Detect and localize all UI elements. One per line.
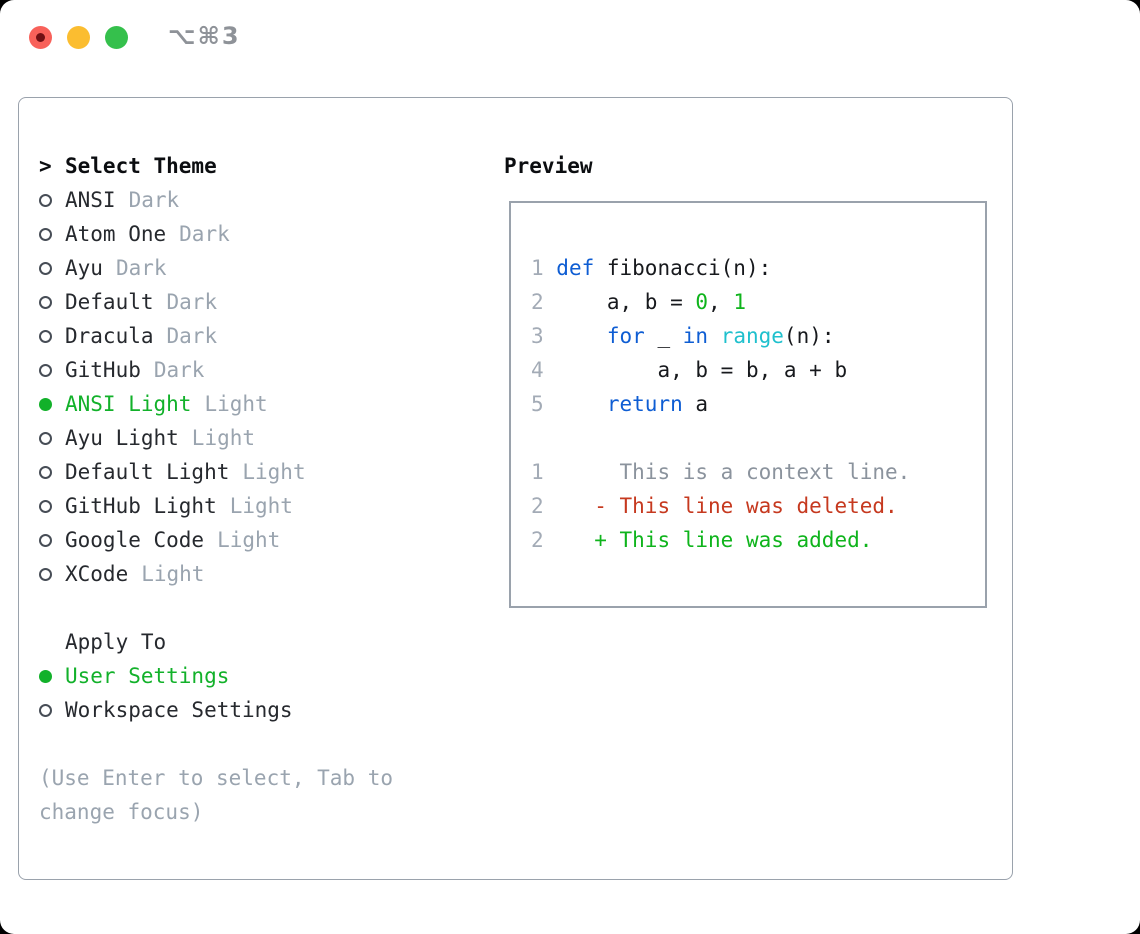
apply-to-title: Apply To xyxy=(65,630,167,654)
radio-icon xyxy=(39,227,52,241)
option-variant-label: Dark xyxy=(179,222,230,246)
radio-icon xyxy=(39,533,52,547)
option-variant-label: Dark xyxy=(166,290,218,314)
option-variant-label: Dark xyxy=(153,358,205,382)
apply-to-header-row: Apply To xyxy=(39,625,1012,659)
theme-option-ansi-dark[interactable]: ANSI Dark xyxy=(39,183,1012,217)
option-variant-label: Light xyxy=(191,426,256,450)
code-line: 2 + This line was added. xyxy=(531,528,873,552)
radio-icon xyxy=(39,363,52,377)
radio-icon xyxy=(39,193,52,207)
theme-option-google-code-light[interactable]: Google Code Light xyxy=(39,523,1012,557)
radio-icon xyxy=(39,329,52,343)
code-line: 1 def fibonacci(n): xyxy=(531,256,772,280)
option-label: GitHub xyxy=(65,358,141,382)
radio-icon xyxy=(39,261,52,275)
minimize-button-icon[interactable] xyxy=(67,26,90,49)
preview-title: Preview xyxy=(504,154,593,178)
preview-pane: 1 def fibonacci(n): 2 a, b = 0, 1 3 for _ … xyxy=(509,201,987,608)
zoom-button-icon[interactable] xyxy=(105,26,128,49)
close-button-icon[interactable] xyxy=(29,26,52,49)
radio-icon xyxy=(39,703,52,717)
theme-option-ayu-light-light[interactable]: Ayu Light Light xyxy=(39,421,1012,455)
traffic-lights xyxy=(29,26,128,49)
radio-icon xyxy=(39,567,52,581)
prompt-caret: > xyxy=(39,154,52,178)
code-line: 5 return a xyxy=(531,392,709,416)
radio-icon xyxy=(39,499,52,513)
window-titlebar: ⌥⌘3 xyxy=(0,0,1140,66)
spacer xyxy=(39,727,1012,761)
code-line xyxy=(531,421,985,455)
code-line: 3 for _ in range(n): xyxy=(531,324,835,348)
option-label: User Settings xyxy=(65,664,230,688)
apply-option-workspace-settings[interactable]: Workspace Settings xyxy=(39,693,1012,727)
option-label: Atom One xyxy=(65,222,167,246)
option-variant-label: Dark xyxy=(115,256,167,280)
theme-option-ansi-light-light[interactable]: ANSI Light Light xyxy=(39,387,1012,421)
code-line: 4 a, b = b, a + b xyxy=(531,358,848,382)
select-theme-header-row: > Select Theme xyxy=(39,149,1012,183)
option-label: Workspace Settings xyxy=(65,698,293,722)
theme-option-default-dark[interactable]: Default Dark xyxy=(39,285,1012,319)
option-label: Ayu Light xyxy=(65,426,179,450)
theme-option-github-dark[interactable]: GitHub Dark xyxy=(39,353,1012,387)
radio-icon xyxy=(39,295,52,309)
code-line: 2 a, b = 0, 1 xyxy=(531,290,746,314)
theme-option-xcode-light[interactable]: XCode Light xyxy=(39,557,1012,591)
option-variant-label: Light xyxy=(229,494,293,518)
select-theme-title: Select Theme xyxy=(65,154,217,178)
code-line: 2 - This line was deleted. xyxy=(531,494,898,518)
theme-option-default-light-light[interactable]: Default Light Light xyxy=(39,455,1012,489)
preview-code: 1 def fibonacci(n): 2 a, b = 0, 1 3 for _ … xyxy=(531,251,985,557)
theme-option-atom-one-dark[interactable]: Atom One Dark xyxy=(39,217,1012,251)
option-label: Default xyxy=(65,290,154,314)
help-text-line2: change focus) xyxy=(39,800,204,824)
option-label: Default Light xyxy=(65,460,230,484)
option-variant-label: Light xyxy=(242,460,306,484)
option-label: ANSI Light xyxy=(65,392,192,416)
radio-selected-icon xyxy=(39,397,52,411)
option-label: ANSI xyxy=(65,188,116,212)
radio-selected-icon xyxy=(39,669,52,683)
window-title: ⌥⌘3 xyxy=(168,22,241,50)
radio-icon xyxy=(39,431,52,445)
option-label: GitHub Light xyxy=(65,494,217,518)
theme-option-dracula-dark[interactable]: Dracula Dark xyxy=(39,319,1012,353)
unsaved-dot-icon xyxy=(36,33,45,42)
option-label: Google Code xyxy=(65,528,205,552)
help-text-line1: (Use Enter to select, Tab to xyxy=(39,766,394,790)
option-label: Dracula xyxy=(65,324,154,348)
theme-option-github-light-light[interactable]: GitHub Light Light xyxy=(39,489,1012,523)
option-label: XCode xyxy=(65,562,129,586)
option-variant-label: Light xyxy=(141,562,205,586)
option-variant-label: Light xyxy=(217,528,281,552)
option-variant-label: Dark xyxy=(128,188,180,212)
option-label: Ayu xyxy=(65,256,103,280)
code-line: 1 This is a context line. xyxy=(531,460,911,484)
radio-icon xyxy=(39,465,52,479)
option-variant-label: Light xyxy=(204,392,268,416)
option-variant-label: Dark xyxy=(166,324,218,348)
theme-option-ayu-dark[interactable]: Ayu Dark xyxy=(39,251,1012,285)
apply-option-user-settings[interactable]: User Settings xyxy=(39,659,1012,693)
